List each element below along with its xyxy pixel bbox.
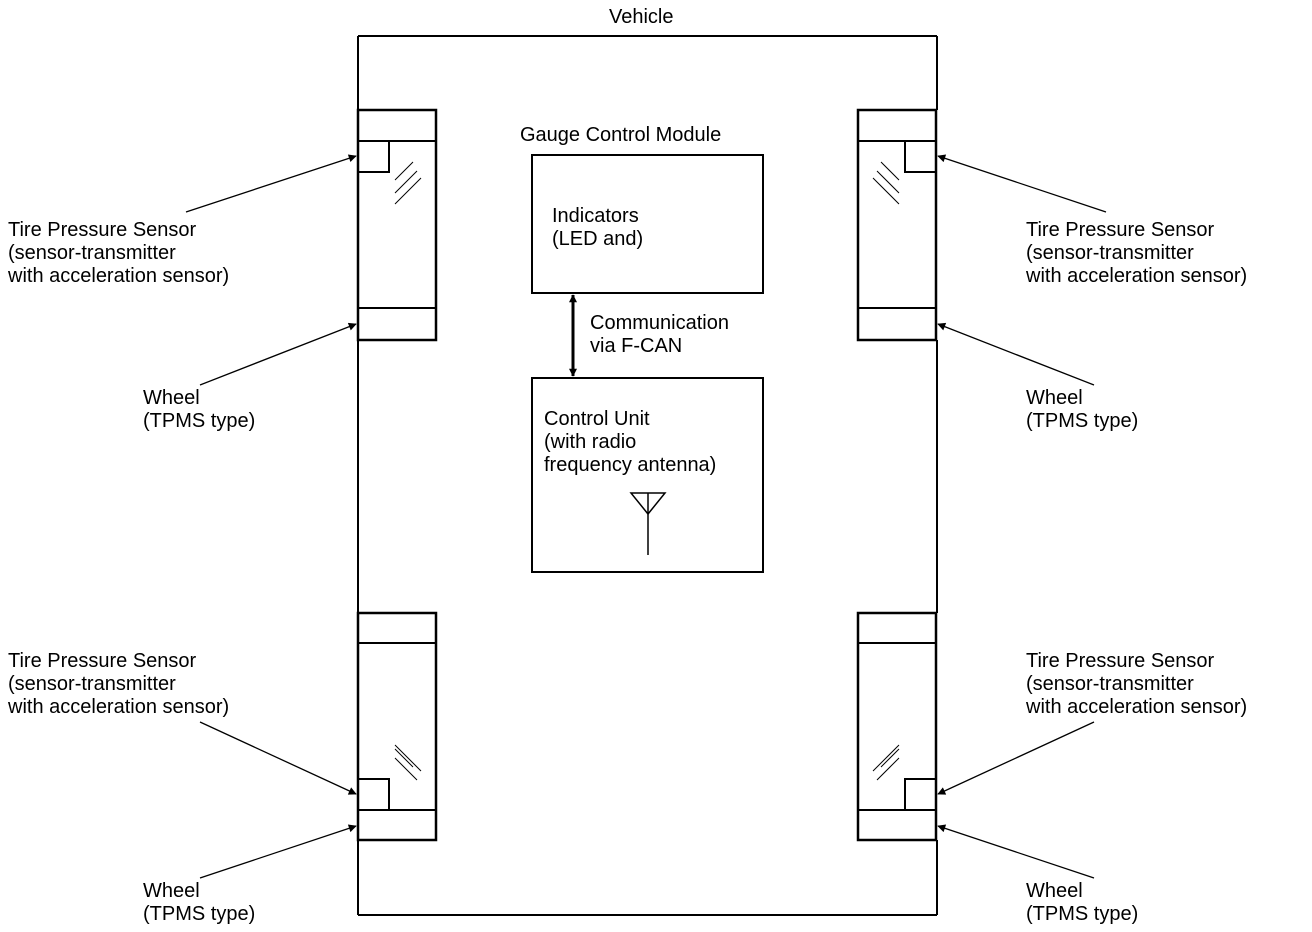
wheel-label-line: Wheel	[143, 387, 200, 409]
sensor-label-line: with acceleration sensor)	[1026, 265, 1248, 287]
sensor-label-line: with acceleration sensor)	[1026, 696, 1248, 718]
wheel-label-rear-left: Wheel (TPMS type)	[143, 880, 255, 926]
hatch-marks	[872, 161, 900, 205]
communication-label: Communication via F-CAN	[590, 312, 729, 358]
arrow-sensor-front-left	[185, 154, 357, 213]
communication-line: Communication	[590, 312, 729, 334]
sensor-label-line: Tire Pressure Sensor	[1026, 219, 1215, 241]
sensor-label-line: with acceleration sensor)	[8, 696, 230, 718]
control-unit-line: (with radio	[544, 431, 637, 453]
hatch-marks	[394, 744, 422, 781]
sensor-label-line: with acceleration sensor)	[8, 265, 230, 287]
arrow-sensor-front-right	[937, 154, 1107, 213]
wheel-label-line: Wheel	[1026, 387, 1083, 409]
vehicle-outline	[357, 35, 938, 916]
hatch-marks	[872, 744, 900, 781]
sensor-label-front-right: Tire Pressure Sensor (sensor-transmitter…	[1026, 219, 1247, 288]
sensor-label-line: Tire Pressure Sensor	[1026, 650, 1215, 672]
vehicle-label: Vehicle	[609, 6, 674, 28]
wheel-front-right	[856, 108, 938, 342]
sensor-rear-right	[904, 778, 936, 810]
wheel-label-line: Wheel	[1026, 880, 1083, 902]
gauge-control-module-box	[531, 154, 764, 294]
sensor-label-line: (sensor-transmitter	[8, 242, 176, 264]
wheel-label-line: (TPMS type)	[143, 903, 256, 925]
antenna-icon	[629, 492, 667, 555]
arrow-wheel-rear-left	[199, 824, 357, 879]
wheel-label-front-left: Wheel (TPMS type)	[143, 387, 255, 433]
sensor-label-line: Tire Pressure Sensor	[8, 650, 197, 672]
leader-arrows	[185, 154, 1107, 879]
sensor-label-front-left: Tire Pressure Sensor (sensor-transmitter…	[8, 219, 229, 288]
sensor-label-rear-right: Tire Pressure Sensor (sensor-transmitter…	[1026, 650, 1247, 719]
control-unit-label: Control Unit (with radio frequency anten…	[544, 408, 716, 477]
wheel-label-rear-right: Wheel (TPMS type)	[1026, 880, 1138, 926]
arrow-wheel-front-left	[199, 322, 357, 386]
control-unit-box	[531, 377, 764, 573]
arrow-wheel-front-right	[937, 322, 1095, 386]
indicators-line: (LED and)	[552, 228, 644, 250]
sensor-label-line: (sensor-transmitter	[8, 673, 176, 695]
sensor-front-left	[358, 140, 390, 173]
wheel-label-front-right: Wheel (TPMS type)	[1026, 387, 1138, 433]
indicators-line: Indicators	[552, 205, 639, 227]
sensor-label-rear-left: Tire Pressure Sensor (sensor-transmitter…	[8, 650, 229, 719]
arrow-sensor-rear-left	[199, 721, 357, 795]
sensor-rear-left	[358, 778, 390, 810]
wheel-label-line: (TPMS type)	[1026, 903, 1139, 925]
gauge-control-module-title: Gauge Control Module	[520, 124, 722, 146]
wheel-label-line: (TPMS type)	[1026, 410, 1139, 432]
arrow-sensor-rear-right	[937, 721, 1095, 795]
sensor-label-line: Tire Pressure Sensor	[8, 219, 197, 241]
wheel-rear-left	[356, 611, 438, 842]
wheel-label-line: Wheel	[143, 880, 200, 902]
sensor-label-line: (sensor-transmitter	[1026, 673, 1194, 695]
sensor-label-line: (sensor-transmitter	[1026, 242, 1194, 264]
control-unit-line: frequency antenna)	[544, 454, 717, 476]
arrow-wheel-rear-right	[937, 824, 1095, 879]
wheel-rear-right	[856, 611, 938, 842]
indicators-label: Indicators (LED and)	[552, 205, 643, 251]
control-unit-line: Control Unit	[544, 408, 650, 430]
sensor-front-right	[904, 140, 936, 173]
wheel-label-line: (TPMS type)	[143, 410, 256, 432]
communication-line: via F-CAN	[590, 335, 683, 357]
hatch-marks	[394, 161, 422, 205]
wheel-front-left	[356, 108, 438, 342]
